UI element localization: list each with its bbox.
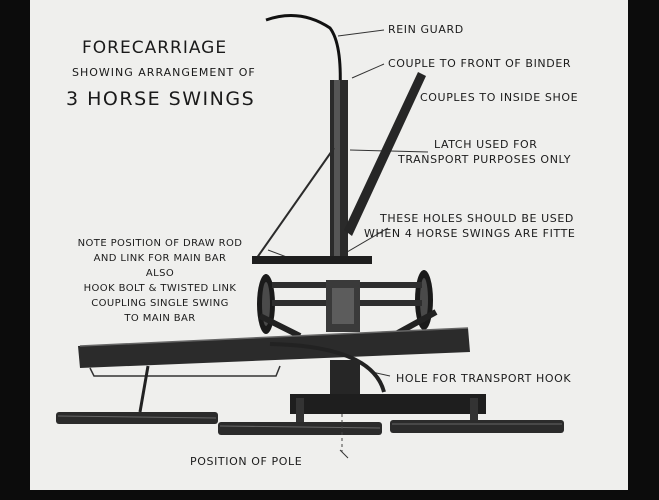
note-block: NOTE POSITION OF DRAW ROD AND LINK FOR M… — [40, 236, 280, 326]
swingletree-centre — [218, 422, 382, 435]
angled-brace — [344, 72, 426, 236]
label-position-pole: POSITION OF POLE — [190, 455, 303, 468]
note-line-1: NOTE POSITION OF DRAW ROD — [77, 238, 243, 249]
photo-border-right — [628, 0, 659, 500]
swingletree-left-highlight — [57, 415, 217, 419]
main-bar-edge — [79, 327, 469, 347]
upper-platform — [252, 256, 372, 264]
photo-border-bottom — [0, 490, 659, 500]
label-latch-line2: TRANSPORT PURPOSES ONLY — [398, 153, 572, 166]
note-line-5: COUPLING SINGLE SWING — [91, 298, 229, 309]
note-line-2: AND LINK FOR MAIN BAR — [93, 253, 227, 264]
label-holes-line2: WHEN 4 HORSE SWINGS ARE FITTE — [364, 227, 576, 240]
title-horse-swings: 3 HORSE SWINGS — [66, 88, 256, 110]
crossbar-clevis-left — [296, 398, 304, 422]
photo-border-left — [0, 0, 30, 500]
diagonal-rod — [253, 147, 335, 263]
label-rein-guard: REIN GUARD — [388, 23, 464, 36]
swingletree-left — [56, 412, 218, 424]
swingletree-centre-highlight — [219, 425, 381, 429]
rein-guard-rod — [265, 14, 342, 91]
centre-housing-plate — [332, 288, 354, 324]
left-strut — [258, 313, 302, 339]
transport-hook-link — [269, 342, 386, 393]
crossbar-clevis-right — [470, 398, 478, 422]
note-line-6: TO MAIN BAR — [124, 313, 196, 324]
left-hook-chain — [138, 365, 150, 413]
note-line-3: ALSO — [145, 268, 175, 279]
label-hole-transport: HOLE FOR TRANSPORT HOOK — [396, 372, 572, 385]
title-showing-arrangement: SHOWING ARRANGEMENT OF — [72, 66, 256, 79]
title-forecarriage: FORECARRIAGE — [82, 38, 228, 58]
note-line-4: HOOK BOLT & TWISTED LINK — [83, 283, 237, 294]
right-wheel-hub — [420, 278, 428, 322]
swingletree-right — [390, 420, 564, 433]
main-bar — [78, 328, 470, 368]
post-highlight — [334, 80, 340, 260]
lower-support — [330, 360, 360, 396]
label-couples-inside: COUPLES TO INSIDE SHOE — [420, 91, 579, 104]
label-couple-front: COUPLE TO FRONT OF BINDER — [388, 57, 572, 70]
lower-crossbar — [290, 394, 486, 414]
label-holes-line1: THESE HOLES SHOULD BE USED — [380, 212, 574, 225]
draw-rod — [89, 365, 281, 377]
label-latch-line1: LATCH USED FOR — [434, 138, 538, 151]
